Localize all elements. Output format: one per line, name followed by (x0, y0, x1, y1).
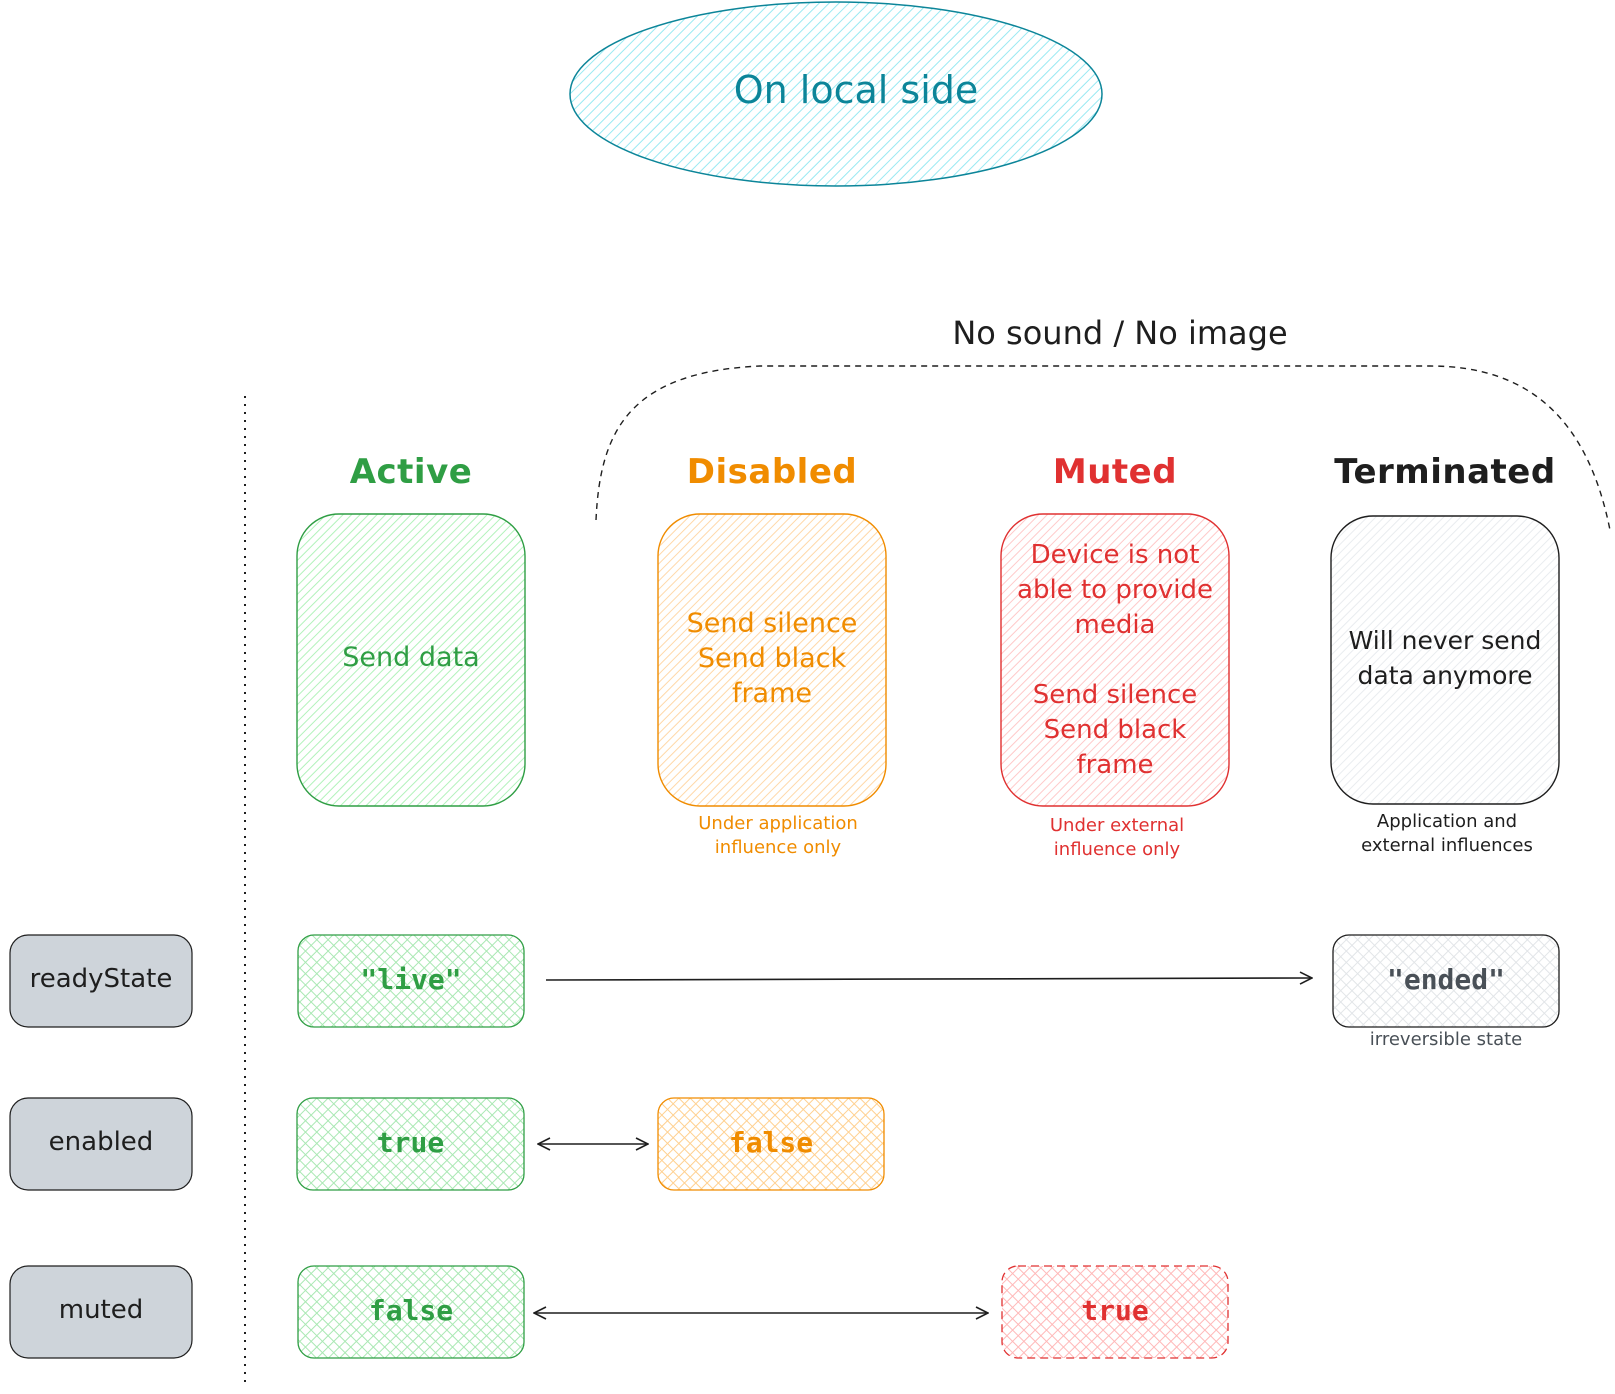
value-muted-false: false (368, 1294, 454, 1327)
state-note-terminated: Application and external influences (1361, 811, 1533, 856)
property-name-enabled: enabled (48, 1127, 154, 1157)
diagram-title: On local side (733, 68, 979, 112)
state-box-disabled (657, 513, 887, 807)
property-name-readystate: readyState (29, 964, 173, 994)
value-enabled-false: false (728, 1126, 814, 1159)
value-live: "live" (360, 963, 462, 996)
value-box-ended (1332, 934, 1560, 1028)
value-box-enabled-false (657, 1097, 885, 1191)
bracket-label: No sound / No image (952, 314, 1288, 352)
state-title-active: Active (349, 452, 473, 492)
readystate-arrow (545, 978, 1312, 980)
state-note-disabled: Under application influence only (698, 813, 858, 858)
property-box-readystate (9, 934, 193, 1028)
state-title-terminated: Terminated (1334, 452, 1556, 492)
state-box-active (296, 513, 526, 807)
value-box-muted-true (1001, 1265, 1229, 1359)
state-title-disabled: Disabled (686, 452, 858, 492)
value-ended-note: irreversible state (1369, 1029, 1523, 1050)
value-enabled-true: true (376, 1126, 445, 1159)
state-description-active: Send data (342, 642, 480, 673)
state-description-disabled: Send silence Send black frame (686, 608, 858, 709)
state-box-muted (1000, 513, 1230, 807)
bracket-curve (595, 365, 1611, 531)
state-box-terminated (1330, 515, 1560, 805)
value-box-muted-false (297, 1265, 525, 1359)
property-box-enabled (9, 1097, 193, 1191)
property-box-muted (9, 1265, 193, 1359)
state-title-muted: Muted (1052, 452, 1178, 492)
state-description-terminated: Will never send data anymore (1348, 626, 1542, 690)
value-box-enabled-true (296, 1097, 525, 1191)
state-description-muted: Device is not able to provide media Send… (1017, 540, 1213, 780)
value-ended: "ended" (1386, 963, 1505, 996)
property-name-muted: muted (58, 1295, 144, 1325)
value-muted-true: true (1081, 1294, 1149, 1327)
title-ellipse (569, 1, 1103, 187)
value-box-live (297, 934, 525, 1028)
state-note-muted: Under external influence only (1049, 815, 1185, 860)
